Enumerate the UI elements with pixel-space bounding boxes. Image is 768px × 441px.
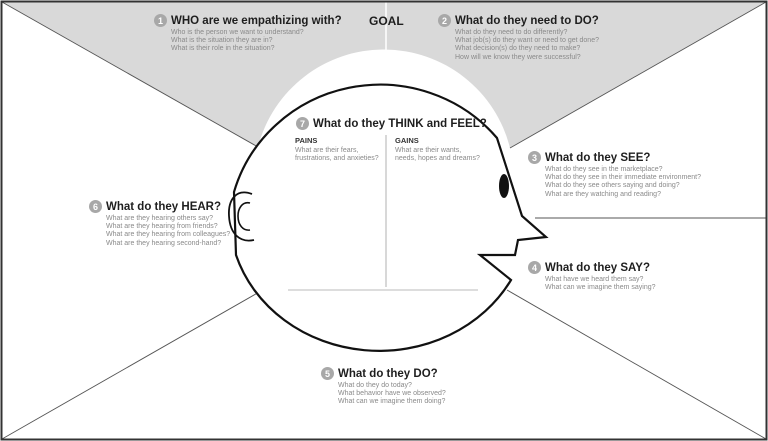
section-title: What do they DO?	[338, 367, 438, 380]
question: What is the situation they are in?	[171, 37, 273, 45]
number-badge-7: 7	[296, 117, 309, 130]
head-outline	[232, 83, 549, 352]
question: frustrations, and anxieties?	[295, 155, 379, 163]
diagonal-top-left	[1, 1, 259, 148]
question: What have we heard them say?	[545, 276, 644, 283]
question: What are they hearing second-hand?	[106, 239, 222, 247]
question: What can we imagine them doing?	[338, 398, 446, 406]
number-badge-6: 6	[89, 200, 102, 213]
diagonal-bottom-left	[1, 290, 262, 440]
question: What job(s) do they want or need to get …	[455, 37, 599, 45]
section-title: What do they HEAR?	[106, 200, 221, 213]
number-badge-2: 2	[438, 14, 451, 27]
goal-label: GOAL	[369, 14, 404, 28]
section-title: What do they THINK and FEEL?	[313, 117, 487, 130]
question: What are they hearing others say?	[106, 215, 214, 222]
question: Who is the person we want to understand?	[171, 29, 304, 36]
question: What are they hearing from friends?	[106, 223, 218, 231]
section-do-need: 2 What do they need to DO? What do they …	[438, 14, 599, 62]
section-title: What do they need to DO?	[455, 14, 599, 27]
question: What can we imagine them saying?	[545, 284, 656, 292]
section-see: 3 What do they SEE? What do they see in …	[528, 151, 701, 199]
number-badge-3: 3	[528, 151, 541, 164]
question: What do they see in their immediate envi…	[545, 174, 702, 182]
question: needs, hopes and dreams?	[395, 155, 480, 163]
number-badge-1: 1	[154, 14, 167, 27]
section-think-feel: 7 What do they THINK and FEEL?	[296, 117, 487, 130]
question: What are their wants,	[395, 147, 462, 154]
ear-icon	[228, 191, 255, 242]
question: What are they hearing from colleagues?	[106, 231, 231, 239]
pains-block: PAINS What are their fears, frustrations…	[295, 136, 379, 163]
diagonal-top-right	[509, 1, 767, 149]
question: What do they do today?	[338, 382, 412, 389]
section-title: What do they SAY?	[545, 261, 650, 274]
question: What behavior have we observed?	[338, 390, 446, 398]
number-badge-5: 5	[321, 367, 334, 380]
gains-label: GAINS	[395, 136, 419, 145]
question: What are they watching and reading?	[545, 190, 661, 198]
question: What is their role in the situation?	[171, 45, 275, 53]
section-say: 4 What do they SAY? What have we heard t…	[528, 261, 656, 292]
pains-label: PAINS	[295, 136, 318, 145]
question: What decision(s) do they need to make?	[455, 45, 581, 53]
gains-block: GAINS What are their wants, needs, hopes…	[395, 136, 480, 163]
question: What do they need to do differently?	[455, 29, 568, 36]
goal-area	[2, 2, 766, 148]
section-title: WHO are we empathizing with?	[171, 14, 342, 27]
diagonal-bottom-right	[506, 289, 767, 440]
question: What do they see others saying and doing…	[545, 182, 680, 190]
question: What do they see in the marketplace?	[545, 166, 663, 173]
number-badge-4: 4	[528, 261, 541, 274]
section-hear: 6 What do they HEAR? What are they heari…	[89, 200, 230, 248]
section-do: 5 What do they DO? What do they do today…	[321, 367, 446, 407]
question: What are their fears,	[295, 147, 359, 154]
question: How will we know they were successful?	[455, 53, 581, 61]
eye-icon	[499, 174, 509, 198]
section-who: 1 WHO are we empathizing with? Who is th…	[154, 14, 342, 54]
section-title: What do they SEE?	[545, 151, 651, 164]
